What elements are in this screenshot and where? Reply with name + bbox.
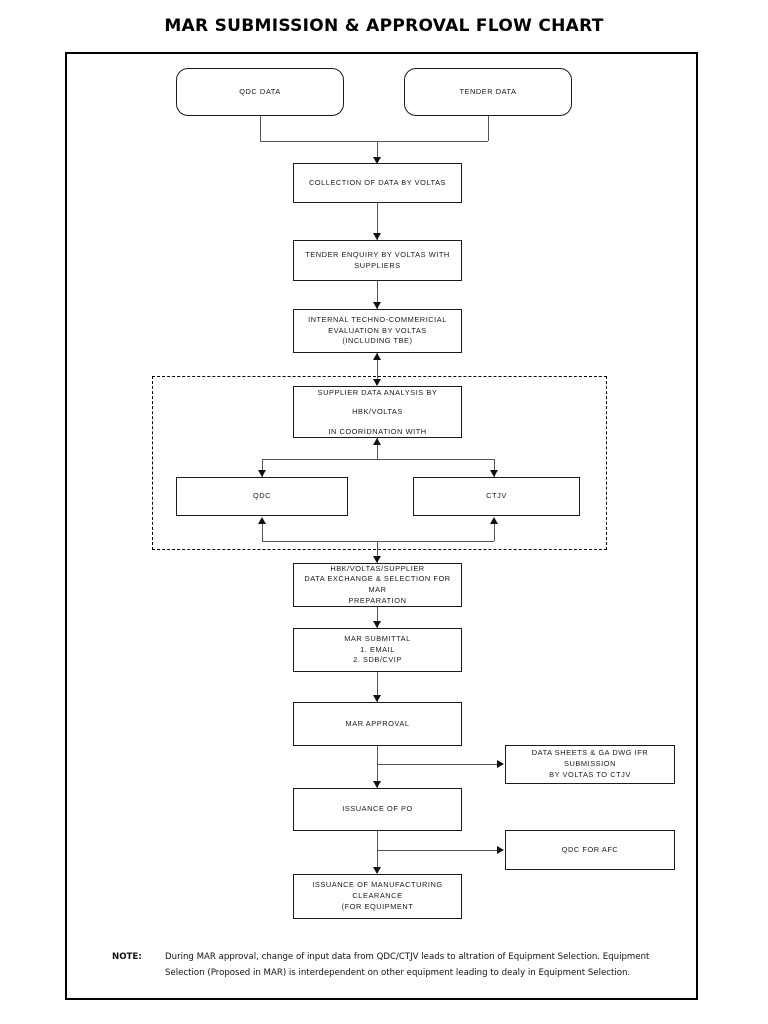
connector-collection-to-enquiry <box>377 203 378 240</box>
connector-qdc-return-up <box>262 524 263 541</box>
connector-submittal-to-approval <box>377 672 378 702</box>
arrow-into-supplier-analysis-bottom <box>373 438 381 445</box>
node-data-exchange-line3: PREPARATION <box>348 595 407 605</box>
node-data-sheets-ifr-line1: DATA SHEETS & GA DWG IFR SUBMISSION <box>531 748 649 769</box>
node-manufacturing-clearance-line3: (FOR EQUIPMENT <box>341 901 414 911</box>
arrow-into-qdc-for-afc <box>497 846 504 854</box>
connector-approval-to-po <box>377 746 378 788</box>
node-data-exchange-line2: DATA EXCHANGE & SELECTION FOR MAR <box>304 574 451 594</box>
node-qdc-data[interactable]: QDC DATA <box>176 68 344 116</box>
node-supplier-data-analysis-line2: IN COORIDNATION WITH <box>328 426 427 436</box>
node-issuance-of-po[interactable]: ISSUANCE OF PO <box>293 788 462 831</box>
arrow-into-data-sheets <box>497 760 504 768</box>
connector-enquiry-to-eval <box>377 281 378 309</box>
node-data-exchange-line1: HBK/VOLTAS/SUPPLIER <box>330 563 425 573</box>
node-ctjv-label: CTJV <box>486 491 507 501</box>
node-mar-submittal-label: MAR SUBMITTAL 1. EMAIL 2. SDB/CVIP <box>344 634 411 666</box>
node-mar-approval[interactable]: MAR APPROVAL <box>293 702 462 746</box>
diagram-outer-frame <box>65 52 698 1000</box>
connector-return-to-data-exchange <box>377 541 378 563</box>
node-internal-evaluation[interactable]: INTERNAL TECHNO-COMMERICIAL EVALUATION B… <box>293 309 462 353</box>
node-qdc-label: QDC <box>252 491 272 501</box>
node-data-sheets-ifr-line2: BY VOLTAS TO CTJV <box>549 769 631 779</box>
arrow-into-data-exchange <box>373 556 381 563</box>
node-qdc-data-label: QDC DATA <box>239 86 281 96</box>
node-mar-submittal-line2: 1. EMAIL <box>360 644 395 654</box>
node-supplier-data-analysis[interactable]: SUPPLIER DATA ANALYSIS BY HBK/VOLTAS IN … <box>293 386 462 438</box>
connector-merge-horizontal <box>260 141 488 142</box>
arrow-into-qdc <box>258 470 266 477</box>
note-label: NOTE: <box>112 952 142 962</box>
node-issuance-of-po-label: ISSUANCE OF PO <box>342 804 413 814</box>
node-supplier-data-analysis-label: SUPPLIER DATA ANALYSIS BY HBK/VOLTAS IN … <box>298 383 457 441</box>
connector-ctjv-return-up <box>494 524 495 541</box>
arrow-into-issuance-po <box>373 781 381 788</box>
arrow-into-ctjv <box>490 470 498 477</box>
node-manufacturing-clearance-label: ISSUANCE OF MANUFACTURING CLEARANCE (FOR… <box>312 880 442 912</box>
arrow-into-mar-approval <box>373 695 381 702</box>
node-mar-submittal[interactable]: MAR SUBMITTAL 1. EMAIL 2. SDB/CVIP <box>293 628 462 672</box>
note-text: During MAR approval, change of input dat… <box>165 952 650 978</box>
node-ctjv[interactable]: CTJV <box>413 477 580 516</box>
connector-merge-to-collection <box>377 141 378 163</box>
node-mar-submittal-line1: MAR SUBMITTAL <box>344 633 411 643</box>
node-tender-enquiry[interactable]: TENDER ENQUIRY BY VOLTAS WITH SUPPLIERS <box>293 240 462 281</box>
arrow-into-supplier-analysis <box>373 379 381 386</box>
node-internal-evaluation-line3: (INCLUDING TBE) <box>342 336 413 346</box>
node-collection-of-data-label: COLLECTION OF DATA BY VOLTAS <box>308 177 447 187</box>
node-data-sheets-ifr-label: DATA SHEETS & GA DWG IFR SUBMISSION BY V… <box>510 748 670 780</box>
connector-tender-data-down <box>488 116 489 141</box>
arrow-into-internal-eval-bottom <box>373 353 381 360</box>
node-internal-evaluation-line1: INTERNAL TECHNO-COMMERICIAL <box>308 314 447 324</box>
arrow-into-qdc-bottom <box>258 517 266 524</box>
connector-po-to-manufacturing <box>377 831 378 873</box>
arrow-into-internal-eval <box>373 302 381 309</box>
node-manufacturing-clearance[interactable]: ISSUANCE OF MANUFACTURING CLEARANCE (FOR… <box>293 874 462 919</box>
node-supplier-data-analysis-line1: SUPPLIER DATA ANALYSIS BY HBK/VOLTAS <box>317 388 438 417</box>
page-title: MAR SUBMISSION & APPROVAL FLOW CHART <box>164 16 604 36</box>
node-tender-enquiry-line1: TENDER ENQUIRY BY VOLTAS WITH <box>305 249 450 259</box>
connector-approval-branch-to-datasheets <box>377 764 497 765</box>
node-internal-evaluation-label: INTERNAL TECHNO-COMMERICIAL EVALUATION B… <box>308 315 447 347</box>
node-manufacturing-clearance-line1: ISSUANCE OF MANUFACTURING <box>312 880 443 890</box>
node-tender-data[interactable]: TENDER DATA <box>404 68 572 116</box>
connector-po-branch-to-qdc-afc <box>377 850 497 851</box>
arrow-into-tender-enquiry <box>373 233 381 240</box>
connector-split-to-qdc <box>262 459 263 477</box>
connector-split-to-ctjv <box>494 459 495 477</box>
node-qdc-for-afc-label: QDC FOR AFC <box>561 844 619 854</box>
node-data-exchange[interactable]: HBK/VOLTAS/SUPPLIER DATA EXCHANGE & SELE… <box>293 563 462 607</box>
node-tender-data-label: TENDER DATA <box>459 86 517 96</box>
node-mar-approval-label: MAR APPROVAL <box>345 718 410 728</box>
node-qdc-for-afc[interactable]: QDC FOR AFC <box>505 830 675 870</box>
connector-supplier-split-horizontal <box>262 459 494 460</box>
node-tender-enquiry-label: TENDER ENQUIRY BY VOLTAS WITH SUPPLIERS <box>305 250 450 271</box>
connector-return-merge-horizontal <box>262 541 494 542</box>
connector-qdc-data-down <box>260 116 261 141</box>
connector-eval-to-supplier-analysis <box>377 353 378 385</box>
note-block: NOTE: During MAR approval, change of inp… <box>112 950 672 982</box>
node-data-sheets-ifr[interactable]: DATA SHEETS & GA DWG IFR SUBMISSION BY V… <box>505 745 675 784</box>
arrow-into-ctjv-bottom <box>490 517 498 524</box>
connector-supplier-split-stem <box>377 438 378 459</box>
node-internal-evaluation-line2: EVALUATION BY VOLTAS <box>328 325 427 335</box>
node-data-exchange-label: HBK/VOLTAS/SUPPLIER DATA EXCHANGE & SELE… <box>298 564 457 607</box>
arrow-into-mar-submittal <box>373 621 381 628</box>
connector-exchange-to-submittal <box>377 607 378 628</box>
coordination-dashed-group <box>152 376 607 550</box>
arrow-into-manufacturing-clearance <box>373 867 381 874</box>
node-mar-submittal-line3: 2. SDB/CVIP <box>353 655 402 665</box>
node-collection-of-data[interactable]: COLLECTION OF DATA BY VOLTAS <box>293 163 462 203</box>
node-manufacturing-clearance-line2: CLEARANCE <box>352 891 403 901</box>
node-tender-enquiry-line2: SUPPLIERS <box>354 260 401 270</box>
arrow-into-collection <box>373 157 381 164</box>
node-qdc[interactable]: QDC <box>176 477 348 516</box>
